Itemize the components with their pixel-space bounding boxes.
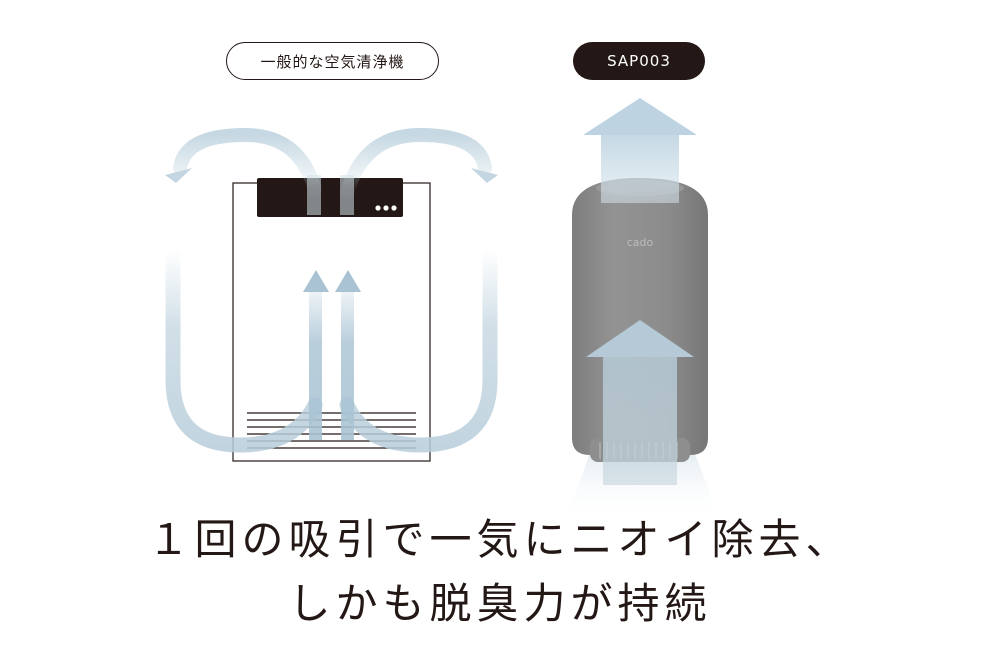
model-label-text: SAP003 xyxy=(607,52,671,70)
generic-inner-up-arrows xyxy=(303,270,361,440)
headline-line-2: しかも脱臭力が持続 xyxy=(288,579,712,628)
arrowhead-icon xyxy=(471,168,498,183)
arrowhead-icon xyxy=(165,168,192,183)
model-label: SAP003 xyxy=(573,42,705,80)
top-vent xyxy=(257,178,403,217)
sap003-outflow-arrow xyxy=(583,98,697,203)
generic-airflow-loops xyxy=(165,127,498,453)
sap003-inflow-arrow xyxy=(586,320,694,485)
general-purifier-label-text: 一般的な空気清浄機 xyxy=(260,52,405,71)
device-logo: cado xyxy=(627,236,654,249)
general-purifier-label: 一般的な空気清浄機 xyxy=(226,42,439,80)
generic-purifier xyxy=(232,178,431,462)
headline-line-1: １回の吸引で一気にニオイ除去、 xyxy=(147,515,853,564)
